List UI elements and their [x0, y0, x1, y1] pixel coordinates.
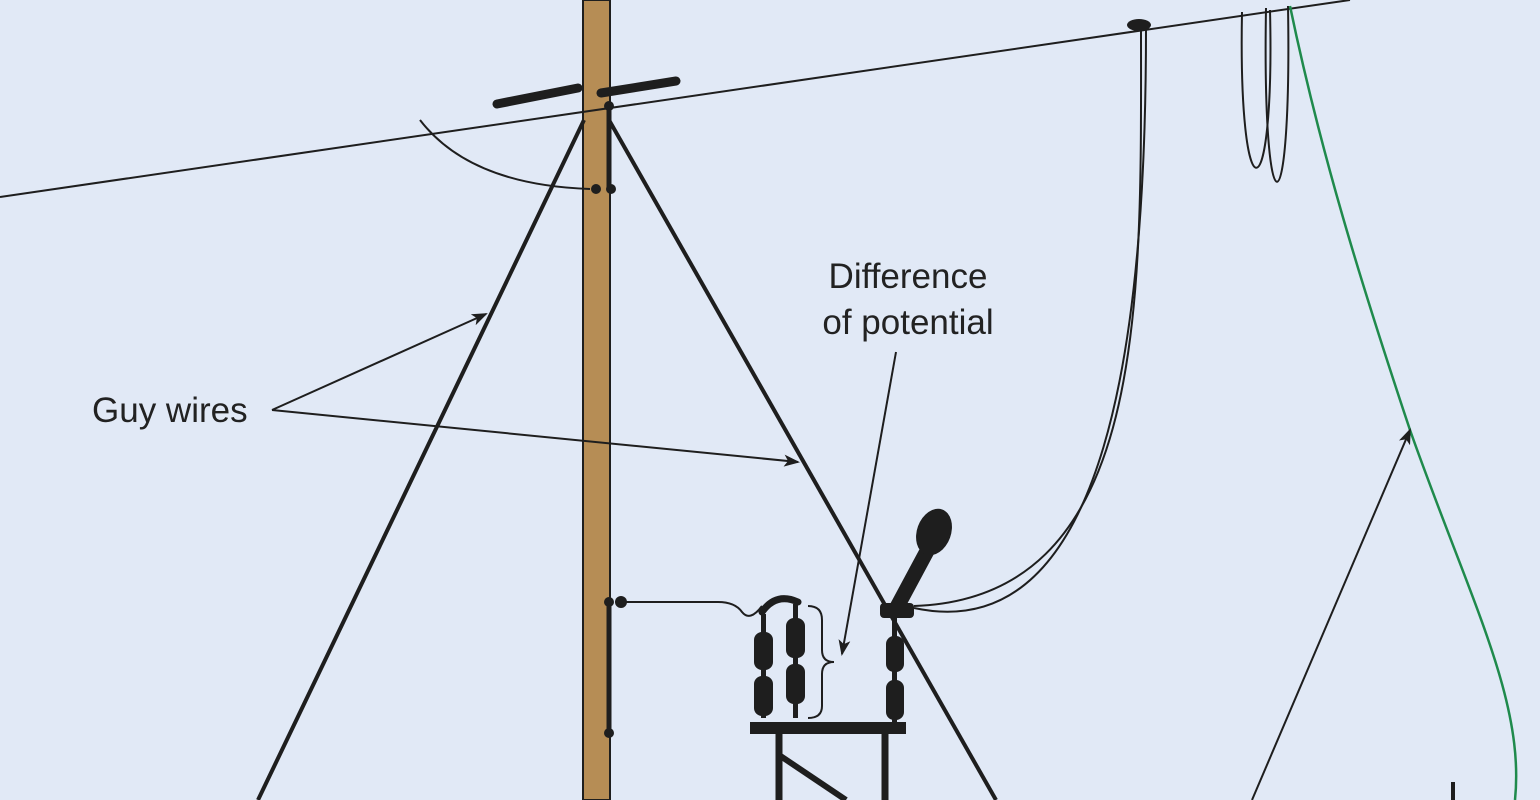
- difference-of-potential-label: Difference of potential: [808, 254, 1008, 345]
- potential-leader: [838, 351, 897, 656]
- conductor-loop: [1240, 9, 1272, 169]
- conductor-loop: [1264, 5, 1290, 183]
- switch-head: [916, 508, 952, 556]
- switch-base: [880, 603, 914, 618]
- line-clamp: [1127, 19, 1151, 31]
- insulator-stack-left: [754, 614, 773, 718]
- guy-wires-label: Guy wires: [92, 391, 248, 430]
- bracket-bolt: [604, 597, 614, 607]
- guy-wires-leader-upper: [271, 313, 488, 411]
- guy-wires-leader-lower: [271, 409, 800, 467]
- insulator-stack-middle: [786, 604, 805, 718]
- tap-lead-1: [913, 27, 1143, 607]
- insulator-cap: [758, 595, 802, 616]
- guy-wire-right: [607, 119, 998, 800]
- crossarm-insulator-left: [492, 83, 583, 109]
- bracket-bolt: [604, 728, 614, 738]
- stand-brace: [777, 752, 848, 800]
- bracket-bolt: [606, 184, 616, 194]
- green-ground-wire: [1288, 5, 1518, 800]
- jumper-wire: [419, 119, 591, 190]
- tap-lead-2: [913, 27, 1147, 613]
- difference-label-line2: of potential: [822, 302, 994, 342]
- green-wire-leader: [1251, 428, 1411, 800]
- crossarm-insulator-right: [596, 76, 681, 98]
- ground-lead: [621, 601, 763, 617]
- guy-wire-left: [256, 119, 586, 800]
- insulator-stack-right: [886, 616, 904, 722]
- difference-label-line1: Difference: [828, 257, 988, 296]
- utility-pole: [582, 0, 611, 800]
- bracket-bolt: [604, 101, 614, 111]
- overhead-conductor: [0, 0, 1351, 198]
- equipment-platform: [750, 722, 906, 734]
- bracket-bolt: [591, 184, 601, 194]
- potential-brace: [807, 605, 835, 719]
